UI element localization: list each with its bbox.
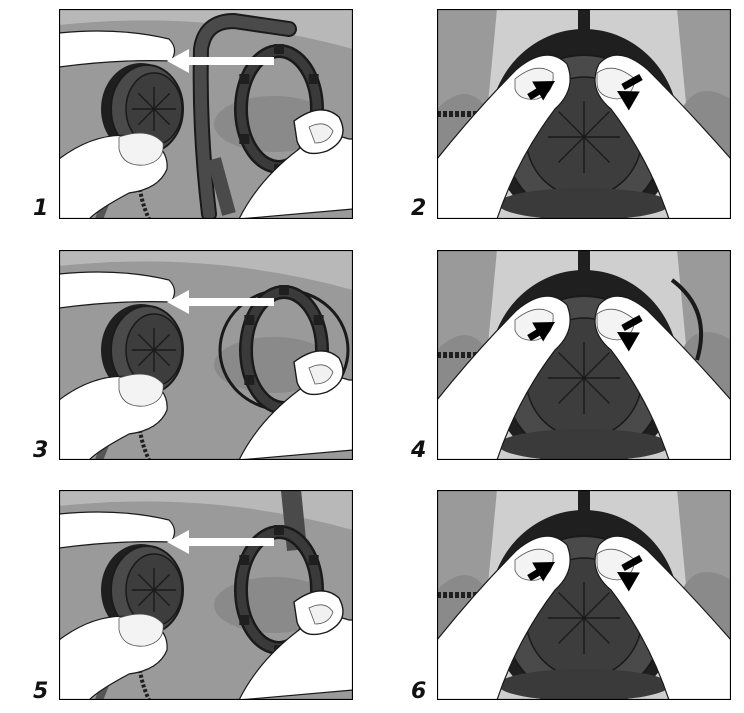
slide-scene bbox=[59, 9, 353, 219]
left-thumbnail bbox=[118, 613, 164, 647]
step-6-number: 6 bbox=[411, 679, 427, 704]
speaker-grille-icon bbox=[132, 328, 176, 372]
press-arrow-icon bbox=[617, 91, 640, 111]
step-5-illustration bbox=[59, 490, 353, 700]
ring-tab bbox=[244, 375, 255, 385]
speaker-grille-icon bbox=[548, 582, 620, 654]
step-5-number: 5 bbox=[33, 679, 49, 704]
ring-tab bbox=[274, 44, 284, 54]
ring-tab bbox=[244, 315, 255, 325]
press-arrow-shaft bbox=[621, 73, 643, 91]
ring-tab bbox=[274, 525, 284, 535]
step-2-panel bbox=[437, 9, 731, 219]
step-3-number: 3 bbox=[33, 438, 49, 463]
panel-frame bbox=[437, 9, 731, 219]
step-3-illustration bbox=[59, 250, 353, 460]
earpiece-lower-ring bbox=[498, 429, 670, 460]
step-1-number: 1 bbox=[33, 196, 49, 221]
slide-arrow-icon bbox=[167, 49, 189, 73]
left-hand-palm bbox=[59, 511, 176, 549]
panel-frame bbox=[437, 490, 731, 700]
ring-tab bbox=[239, 615, 250, 625]
press-arrow-icon bbox=[617, 572, 640, 592]
slide-scene bbox=[59, 250, 353, 460]
background-shade bbox=[59, 9, 353, 49]
background-shade bbox=[59, 250, 353, 290]
ring-tab bbox=[239, 134, 250, 144]
step-5-panel bbox=[59, 490, 353, 700]
press-arrow-shaft bbox=[527, 322, 551, 342]
press-arrow-shaft bbox=[621, 314, 643, 332]
step-1-illustration bbox=[59, 9, 353, 219]
press-arrow-shaft bbox=[621, 554, 643, 572]
slide-arrow-icon bbox=[167, 530, 189, 554]
left-thumbnail bbox=[118, 132, 164, 166]
earpiece-lower-ring bbox=[498, 188, 670, 219]
left-hand-palm bbox=[59, 30, 176, 68]
speaker-grille-icon bbox=[132, 568, 176, 612]
slide-scene bbox=[59, 490, 353, 700]
background-shade bbox=[59, 490, 353, 530]
step-6-panel bbox=[437, 490, 731, 700]
right-thumbnail bbox=[308, 123, 334, 144]
ring-tab bbox=[279, 285, 289, 295]
ring-tab bbox=[313, 315, 324, 325]
step-4-number: 4 bbox=[411, 438, 427, 463]
step-4-panel bbox=[437, 250, 731, 460]
speaker-grille-icon bbox=[548, 342, 620, 414]
wire-loop-upper bbox=[670, 278, 704, 361]
speaker-grille-icon bbox=[548, 101, 620, 173]
press-scene bbox=[437, 250, 731, 460]
panel-frame bbox=[437, 250, 731, 460]
press-arrow-icon bbox=[617, 332, 640, 352]
ring-tab bbox=[308, 74, 319, 84]
step-1-panel bbox=[59, 9, 353, 219]
step-3-panel bbox=[59, 250, 353, 460]
panel-frame bbox=[59, 250, 353, 460]
speaker-grille-icon bbox=[132, 87, 176, 131]
ring-tab bbox=[308, 555, 319, 565]
press-scene bbox=[437, 9, 731, 219]
press-scene bbox=[437, 490, 731, 700]
step-2-number: 2 bbox=[411, 196, 427, 221]
right-thumbnail bbox=[308, 364, 334, 385]
step-6-illustration bbox=[437, 490, 731, 700]
left-hand-palm bbox=[59, 271, 176, 309]
earpiece-lower-ring bbox=[498, 669, 670, 700]
left-thumbnail bbox=[118, 373, 164, 407]
headband-lower bbox=[207, 157, 236, 216]
press-arrow-shaft bbox=[527, 562, 551, 582]
press-arrow-shaft bbox=[527, 81, 551, 101]
step-2-illustration bbox=[437, 9, 731, 219]
panel-frame bbox=[59, 490, 353, 700]
panel-frame bbox=[59, 9, 353, 219]
step-4-illustration bbox=[437, 250, 731, 460]
right-thumbnail bbox=[308, 604, 334, 625]
slide-arrow-icon bbox=[167, 290, 189, 314]
ring-tab bbox=[239, 555, 250, 565]
ring-tab bbox=[239, 74, 250, 84]
